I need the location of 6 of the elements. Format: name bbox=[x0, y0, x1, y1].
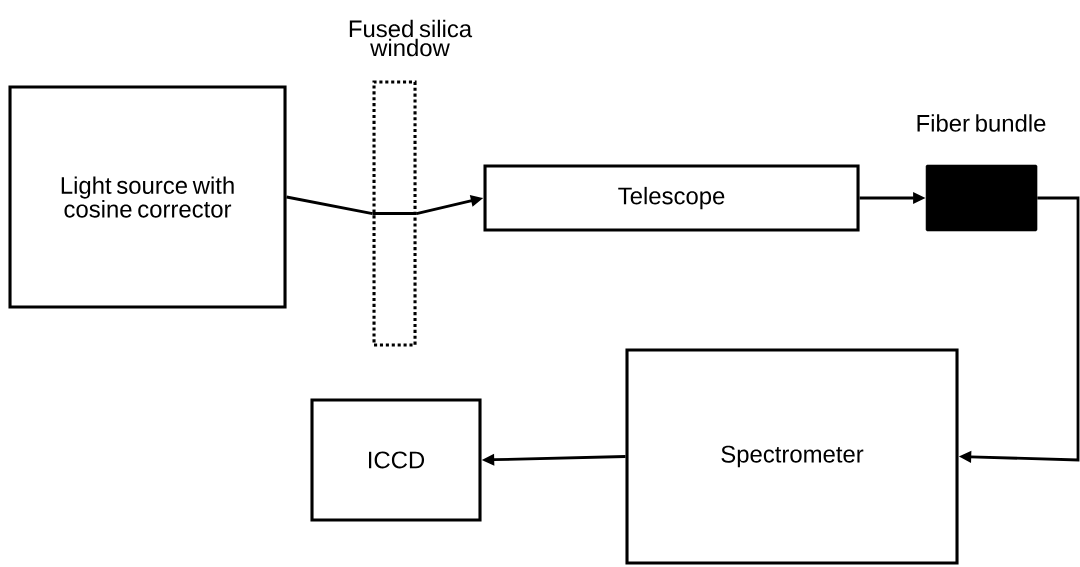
heading-text: Fused silica window bbox=[349, 19, 473, 57]
heading-text: Fiber bundle bbox=[917, 114, 1046, 132]
block-box: ICCD bbox=[310, 398, 482, 522]
block-box: Spectrometer bbox=[625, 348, 959, 565]
block-box: Telescope bbox=[483, 164, 860, 232]
block-box: Light source with cosine corrector bbox=[8, 85, 287, 309]
